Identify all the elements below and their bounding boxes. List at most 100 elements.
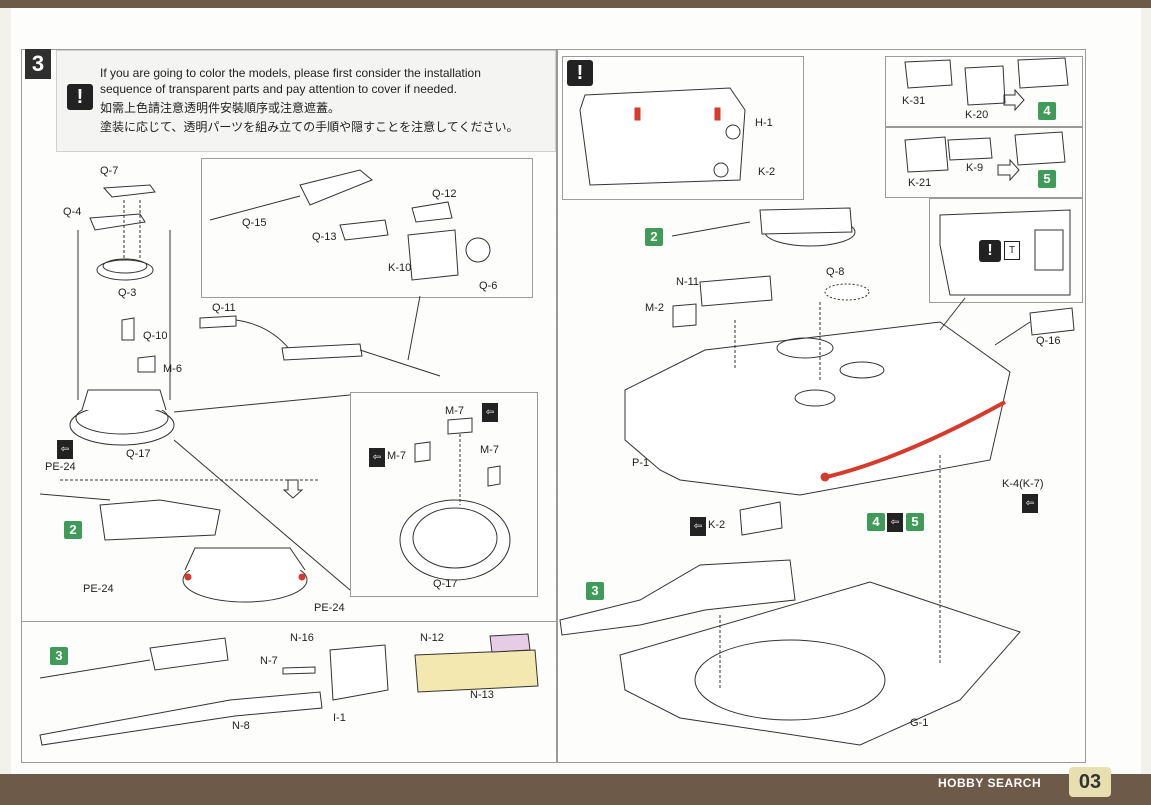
page-number: 03 [1069,767,1111,797]
mg-turret-barrel [671,221,751,237]
note-line-4: 塗装に応じて、透明パーツを組み立ての手順や隠すことを注意してください。 [100,120,519,134]
ring-q17-detail [399,499,511,581]
label-q17-b: Q-17 [433,578,458,590]
label-n13: N-13 [470,689,494,701]
step-number: 3 [25,49,51,79]
label-m7-a: M-7 [445,405,464,417]
label-k9: K-9 [966,162,984,174]
label-q4: Q-4 [63,206,82,218]
label-n7: N-7 [260,655,278,667]
label-i1: I-1 [333,712,346,724]
note-box [56,50,556,152]
turret-p1 [624,321,1011,496]
ring-detail-box [350,392,538,597]
label-k20: K-20 [965,109,989,121]
down-arrow [282,479,304,499]
label-pe24-a: PE-24 [45,461,76,473]
label-m7-c: M-7 [480,444,499,456]
part-k21 [904,136,949,173]
block-m7-right [487,465,501,487]
warning-icon-hatch: ! [567,60,593,86]
hatch-frame-q4 [89,213,146,231]
label-q7: Q-7 [100,165,119,177]
part-k31 [904,59,953,89]
ring-q8 [824,283,870,301]
label-q8: Q-8 [826,266,845,278]
part-n12 [489,633,531,653]
step-ref-badge-5a: 5 [1038,170,1056,188]
top-view-box [929,198,1083,303]
note-line-3: 如需上色請注意透明件安裝順序或注意遮蓋。 [100,101,341,115]
part-m2 [672,303,697,328]
note-line-2: sequence of transparent parts and pay at… [100,82,457,96]
step-ref-badge-3a: 3 [50,647,68,665]
reverse-icon-k2: ⇦ [690,517,706,536]
label-g1: G-1 [910,717,929,729]
label-k2-b: K-2 [708,519,726,531]
part-k9 [947,137,993,161]
hull-g1 [619,581,1021,746]
breech-i1 [329,644,389,701]
part-sub-assembly-5 [1014,131,1066,166]
cupola-ring-q3 [96,259,154,281]
step-ref-badge-3b: 3 [586,582,604,600]
block-m7-top [447,417,473,435]
assembled-gun [99,499,221,541]
watermark: HOBBY SEARCH [938,776,1042,790]
side-detail-box-4 [885,56,1083,128]
label-q12: Q-12 [432,188,457,200]
recoil-n13 [414,649,539,693]
reverse-icon-m7b: ⇦ [369,448,385,467]
part-n7 [282,666,316,675]
label-m2: M-2 [645,302,664,314]
label-q6: Q-6 [479,280,498,292]
label-n11: N-11 [676,276,700,288]
cupola-base-q17 [69,404,175,446]
gun-mount-q11 [199,315,237,329]
hatch-cover-q7 [102,184,156,198]
barrel-q15 [209,195,301,221]
part-sub-assembly-4 [1017,57,1069,89]
label-k31: K-31 [902,95,926,107]
barrel-n8 [39,691,323,746]
label-k4: K-4(K-7) [1002,478,1044,490]
reverse-side-icon-4-5: ⇦ [887,513,903,532]
block-m7-left [414,441,431,463]
top-border [0,0,1151,8]
label-n8: N-8 [232,720,250,732]
side-detail-box-5 [885,126,1083,198]
reverse-icon-k4: ⇦ [1022,494,1038,513]
bottom-border [0,774,1151,805]
reverse-icon-m7a: ⇦ [482,403,498,422]
machine-gun [281,343,363,361]
label-k10: K-10 [388,262,412,274]
label-pe24-c: PE-24 [314,602,345,614]
reverse-icon-pe24: ⇦ [57,440,73,459]
step-ref-badge-5b: 5 [906,513,924,531]
label-q3: Q-3 [118,287,137,299]
right-main-panel [557,49,1086,763]
step-ref-badge-2a: 2 [64,521,82,539]
label-pe24-b: PE-24 [83,583,114,595]
label-q16: Q-16 [1036,335,1061,347]
hatch-detail-box [562,56,804,200]
label-m7-b: M-7 [387,450,406,462]
label-q11: Q-11 [212,302,236,314]
part-n11 [699,275,773,307]
cylinder-q13 [339,219,389,241]
hatch-box [579,87,746,186]
label-h1: H-1 [755,117,773,129]
label-p1: P-1 [632,457,650,469]
label-n16: N-16 [290,632,314,644]
part-q6 [465,237,491,263]
label-k21: K-21 [908,177,932,189]
block-m6 [137,355,156,373]
part-q12 [411,201,453,223]
label-q15: Q-15 [242,217,267,229]
warning-icon: ! [67,84,93,110]
label-n12: N-12 [420,632,444,644]
label-m6: M-6 [163,363,182,375]
paint-icon-topview: T [1004,241,1020,260]
periscope-q10 [121,317,135,341]
